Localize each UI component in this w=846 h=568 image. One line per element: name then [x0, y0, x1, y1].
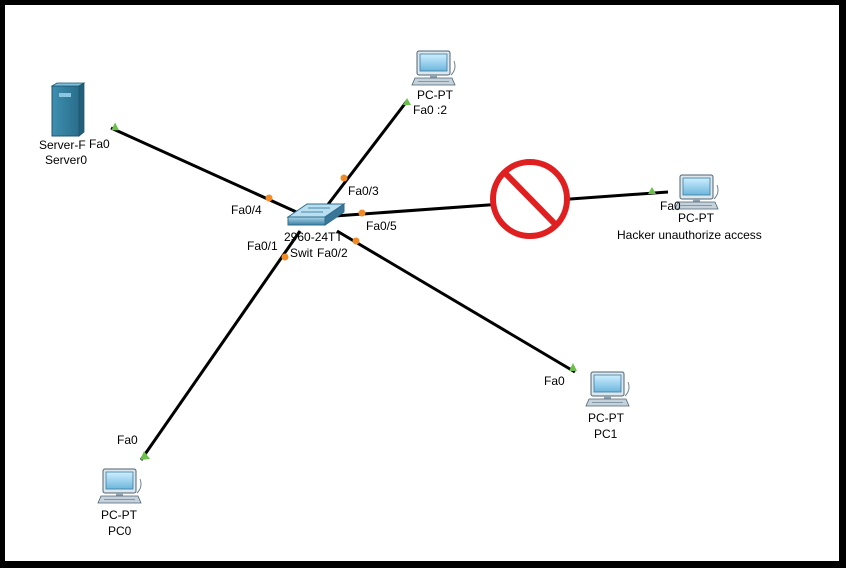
port-down-indicator: [340, 174, 348, 182]
pc2-port-label: Fa0 :2: [413, 103, 447, 117]
switch-icon: [286, 203, 346, 226]
port-label-fa0-3: Fa0/3: [348, 184, 379, 198]
hacker-type-label: PC-PT: [678, 211, 715, 225]
server-port-label: Fa0: [89, 137, 110, 151]
port-down-indicator: [358, 209, 366, 217]
port-indicators: [111, 98, 656, 460]
pc2-type-label: PC-PT: [417, 88, 454, 102]
pc0-device[interactable]: Fa0 PC-PT PC0: [97, 433, 142, 538]
switch-port-labels: Fa0/4 Fa0/3 Fa0/5 Fa0/1 Fa0/2: [231, 184, 397, 260]
switch-name-label: Swit: [290, 246, 313, 260]
port-up-indicator: [140, 451, 150, 460]
pc1-port-label: Fa0: [544, 374, 565, 388]
hacker-device[interactable]: Fa0 PC-PT Hacker unauthorize access: [617, 174, 762, 242]
link-pc2-switch[interactable]: [321, 100, 409, 212]
server-name-label: Server0: [45, 153, 87, 167]
port-down-indicator: [281, 253, 289, 261]
port-label-fa0-5: Fa0/5: [366, 219, 397, 233]
pc1-name-label: PC1: [594, 427, 618, 441]
pc-icon: [674, 174, 719, 210]
server-icon: [50, 82, 86, 137]
server-type-label: Server-F: [39, 138, 86, 152]
port-down-indicator: [352, 237, 360, 245]
pc1-type-label: PC-PT: [588, 411, 625, 425]
pc-icon: [97, 468, 142, 504]
hacker-port-label: Fa0: [660, 199, 681, 213]
port-up-indicator: [111, 122, 119, 131]
pc2-device[interactable]: PC-PT Fa0 :2: [411, 50, 456, 117]
link-pc0-switch[interactable]: [139, 230, 302, 461]
network-topology: Server-F Server0 Fa0 PC-PT Fa0 :2 Fa0 PC…: [39, 50, 762, 538]
server-device[interactable]: Server-F Server0 Fa0: [39, 82, 110, 167]
connections: [110, 100, 669, 461]
switch-model-label: 2960-24TT: [284, 230, 343, 244]
pc0-name-label: PC0: [108, 524, 132, 538]
pc-icon: [411, 50, 456, 86]
port-label-fa0-2: Fa0/2: [317, 246, 348, 260]
pc0-port-label: Fa0: [117, 433, 138, 447]
pc1-device[interactable]: Fa0 PC-PT PC1: [544, 371, 630, 441]
port-label-fa0-4: Fa0/4: [231, 203, 262, 217]
switch-device[interactable]: 2960-24TT Swit: [284, 203, 346, 260]
pc0-type-label: PC-PT: [101, 508, 138, 522]
port-down-indicator: [265, 194, 273, 202]
port-label-fa0-1: Fa0/1: [247, 239, 278, 253]
link-pc1-switch[interactable]: [336, 229, 576, 374]
port-up-indicator: [648, 187, 656, 194]
port-up-indicator: [403, 98, 411, 105]
pc-icon: [585, 371, 630, 407]
logical-workspace[interactable]: Server-F Server0 Fa0 PC-PT Fa0 :2 Fa0 PC…: [5, 5, 839, 561]
prohibited-icon: [490, 159, 570, 239]
link-server-switch[interactable]: [110, 126, 304, 217]
port-up-indicator: [569, 363, 577, 371]
hacker-name-label: Hacker unauthorize access: [617, 228, 762, 242]
